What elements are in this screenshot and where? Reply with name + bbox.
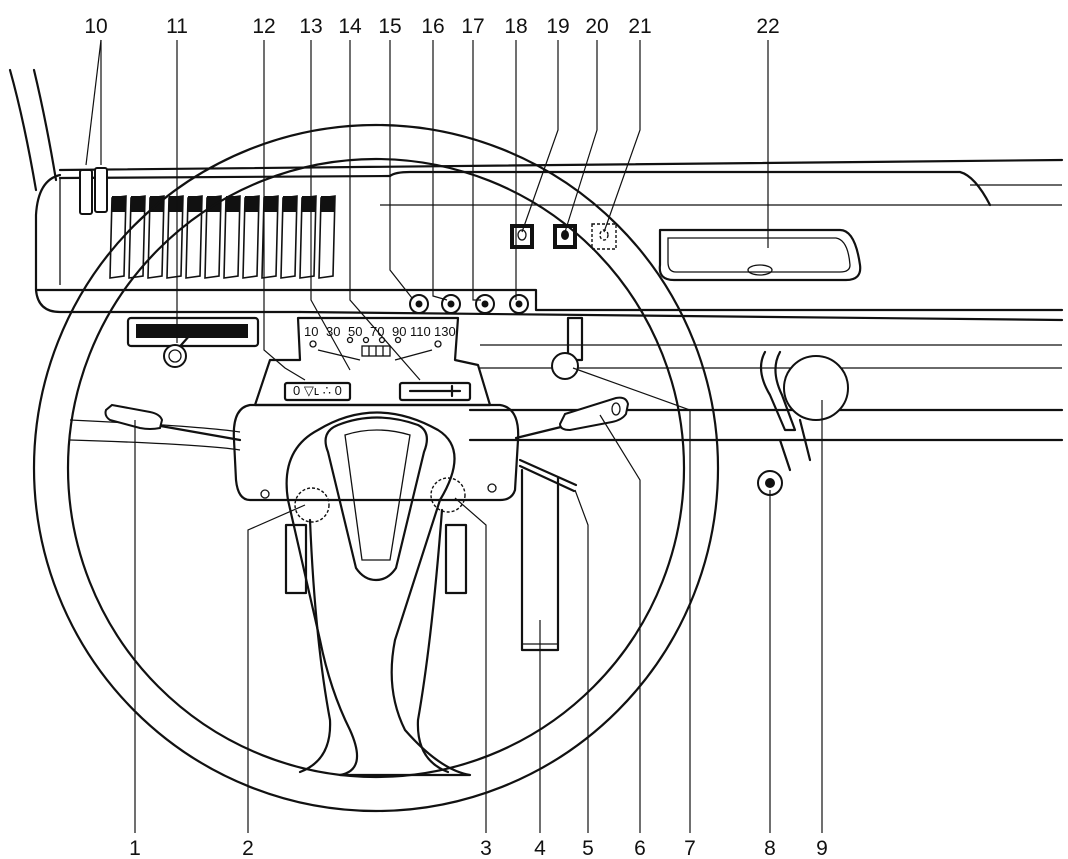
steering-wheel — [32, 123, 720, 813]
vent-slat-top — [131, 196, 145, 212]
vent-slat-top — [321, 196, 335, 212]
callout-22: 22 — [756, 15, 779, 38]
switch-20-icon — [553, 224, 577, 249]
speed-label-90: 90 — [392, 324, 406, 339]
vent-slat-top — [188, 196, 202, 212]
switch-17-icon — [475, 294, 495, 314]
callout-11: 11 — [166, 15, 188, 38]
callout-20: 20 — [585, 15, 608, 38]
wiper-stalk — [514, 396, 630, 440]
vent-slat-top — [112, 196, 126, 212]
callout-4: 4 — [534, 837, 546, 859]
switch-15-icon — [409, 294, 429, 314]
callout-21: 21 — [628, 15, 651, 38]
switch-19-icon — [510, 224, 534, 249]
glove-box — [658, 228, 862, 282]
switch-2-dashed-icon — [294, 487, 330, 523]
callout-10: 10 — [84, 15, 107, 38]
gear-lever — [759, 350, 849, 472]
vent-slat-top — [264, 196, 278, 212]
vent-slat-top — [245, 196, 259, 212]
callout-3: 3 — [480, 837, 492, 859]
lighting-stalk — [104, 403, 242, 442]
speed-label-130: 130 — [434, 324, 456, 339]
callout-19: 19 — [546, 15, 569, 38]
vent-slat-top — [226, 196, 240, 212]
vent-slat-top — [169, 196, 183, 212]
warning-lamp-symbols: 0 ▽ʟ ∴ 0 — [293, 383, 342, 398]
speed-label-30: 30 — [326, 324, 340, 339]
switch-3-dashed-icon — [430, 477, 466, 513]
callout-2: 2 — [242, 837, 254, 859]
switch-16-icon — [441, 294, 461, 314]
callout-13: 13 — [299, 15, 322, 38]
vent-slat-top — [302, 196, 316, 212]
callout-17: 17 — [461, 15, 484, 38]
speed-label-50: 50 — [348, 324, 362, 339]
heater-control — [126, 316, 260, 368]
speedometer-scale: 10 30 50 70 90 110 130 — [304, 324, 456, 339]
callout-5: 5 — [582, 837, 594, 859]
vent-grille — [109, 195, 336, 279]
switch-21-icon — [591, 223, 617, 250]
steering-column-housing — [232, 403, 520, 502]
callout-14: 14 — [338, 15, 362, 38]
indicator-stalk — [518, 458, 578, 493]
leader-lines — [85, 39, 823, 833]
dashboard-outline — [8, 68, 1064, 451]
callout-15: 15 — [378, 15, 401, 38]
callout-12: 12 — [252, 15, 275, 38]
switch-18-icon — [509, 294, 529, 314]
callout-1: 1 — [129, 837, 141, 859]
speed-label-110: 110 — [410, 324, 431, 339]
callout-8: 8 — [764, 837, 776, 859]
ignition-lock — [757, 470, 783, 496]
callout-9: 9 — [816, 837, 828, 859]
bottom-callouts: 1 2 3 4 5 6 7 8 9 — [129, 837, 828, 859]
callout-18: 18 — [504, 15, 527, 38]
vent-slat-top — [283, 196, 297, 212]
speed-label-10: 10 — [304, 324, 318, 339]
callout-6: 6 — [634, 837, 646, 859]
vent-control-levers — [79, 167, 108, 215]
callout-16: 16 — [421, 15, 444, 38]
callout-7: 7 — [684, 837, 696, 859]
choke-knob — [551, 316, 584, 380]
top-callouts: 10 11 12 13 14 15 16 17 18 19 20 21 22 — [84, 15, 779, 38]
